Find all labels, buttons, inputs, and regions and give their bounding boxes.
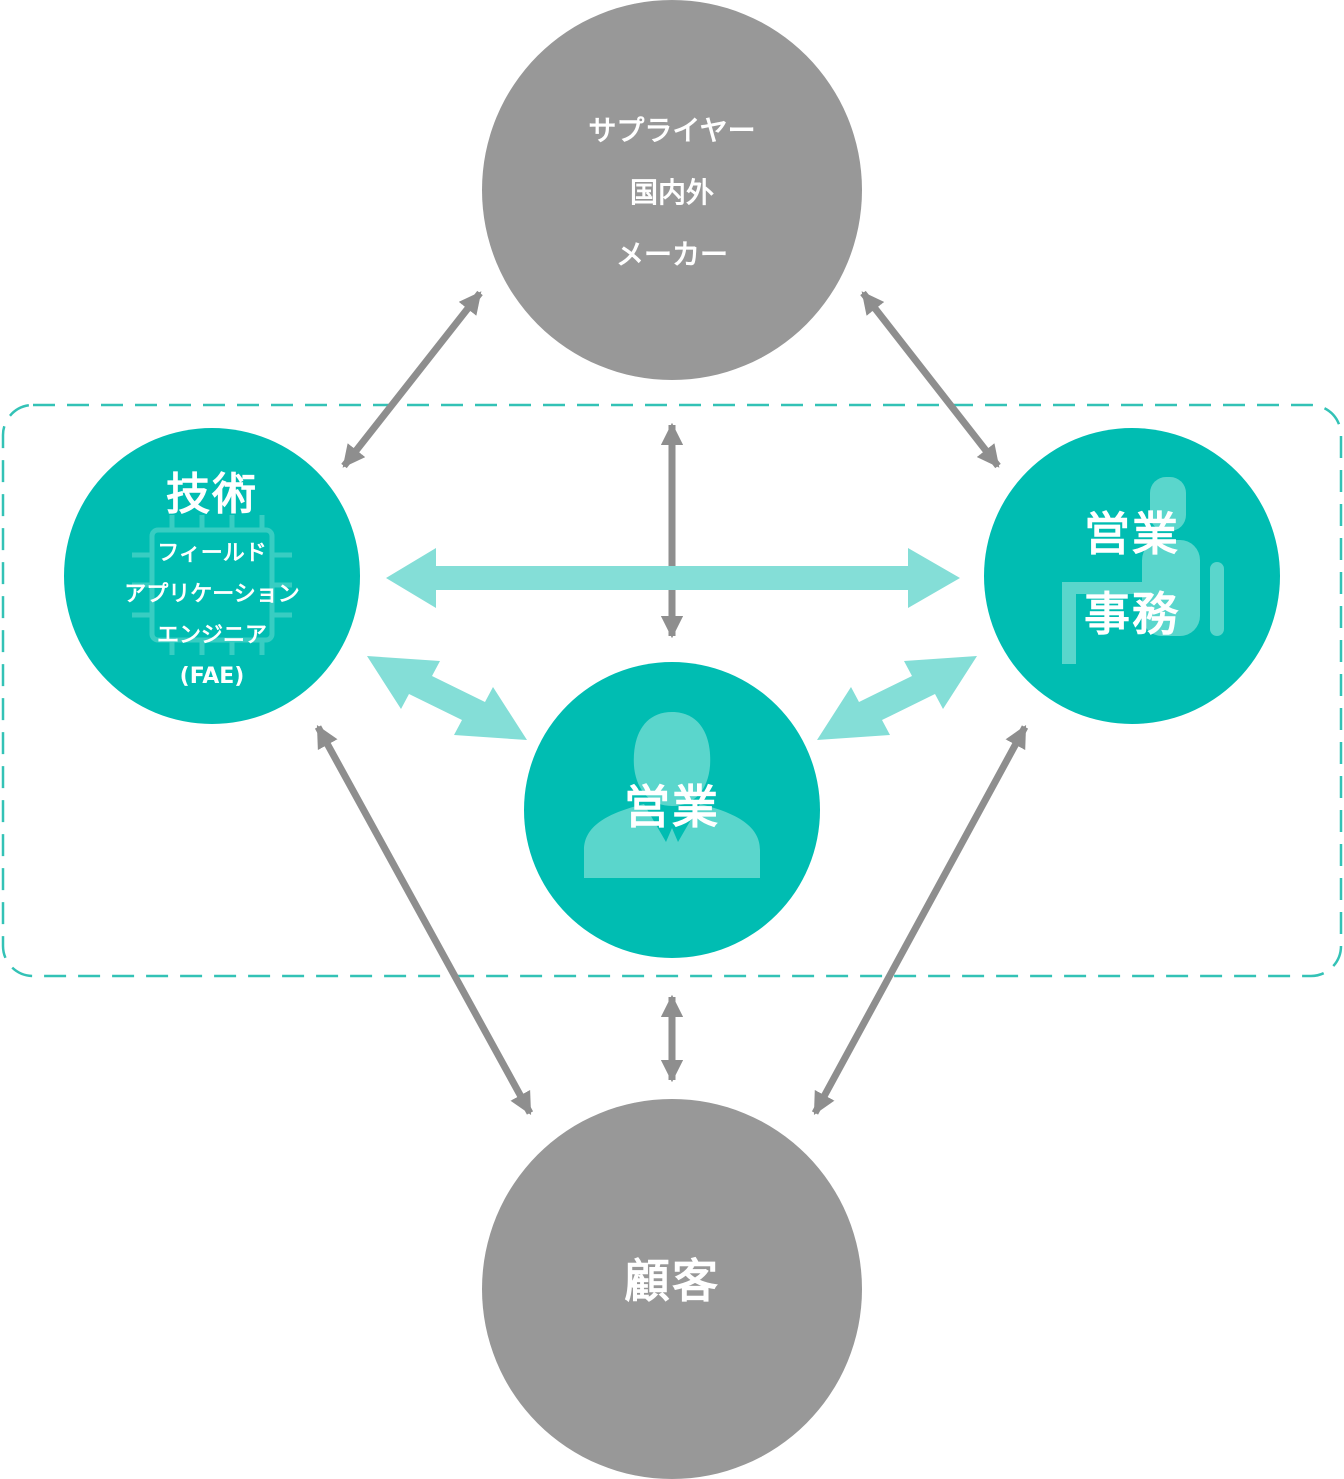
arrow-technical-sales-office [386,548,960,608]
arrow-technical-sales [367,656,527,740]
light-arrows [367,548,977,740]
supplier-line-2: 国内外 [629,176,714,209]
technical-sub-line-4: (FAE) [179,664,245,689]
sales-office-line-1: 営業 [1084,507,1180,561]
seated-person-icon [1062,477,1224,664]
customer-label: 顧客 [624,1254,720,1308]
supplier-line-1: サプライヤー [588,114,756,147]
person-bust-icon [584,712,760,878]
sales-label: 営業 [624,780,720,834]
technical-sub-line-2: アプリケーション [124,582,300,607]
sales-office-node [984,428,1280,724]
internal-team-boundary [1,403,1343,978]
gray-arrows [314,290,1029,1115]
customer-node [482,1099,862,1479]
technical-sub-line-3: エンジニア [156,623,267,648]
arrow-sales-office-customer [811,725,1029,1115]
arrow-supplier-sales-office [860,290,1001,469]
arrow-supplier-technical [341,290,483,469]
chip-icon [132,515,292,655]
technical-node [64,428,360,724]
sales-office-line-2: 事務 [1084,587,1180,641]
arrow-sales-office-sales [817,656,977,740]
supplier-line-3: メーカー [615,238,728,271]
arrow-technical-customer [314,725,534,1115]
technical-sub-line-1: フィールド [157,541,267,566]
supplier-node [482,0,862,380]
sales-node [524,662,820,958]
technical-title: 技術 [166,469,258,520]
